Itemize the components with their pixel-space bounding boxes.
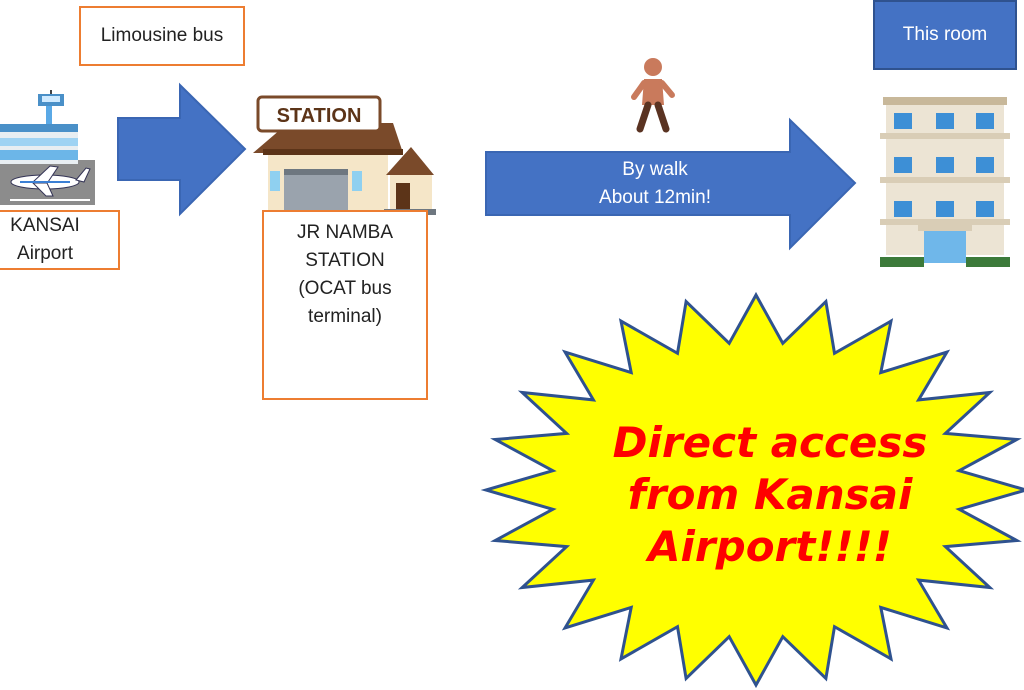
walk-arrow <box>485 117 857 251</box>
station-line1: JR NAMBA <box>296 222 394 243</box>
kansai-airport-line1: KANSAI <box>10 215 80 236</box>
walk-arrow-text: By walk About 12min! <box>540 152 770 216</box>
station-line2: STATION <box>305 250 385 271</box>
airport-illustration <box>0 90 95 205</box>
station-line3: (OCAT bus <box>298 278 392 299</box>
burst-text: Direct access from Kansai Airport!!!! <box>590 415 950 575</box>
kansai-airport-box: KANSAI Airport <box>0 210 120 270</box>
kansai-airport-line2: Airport <box>17 243 73 264</box>
walk-line1: By walk <box>622 159 688 180</box>
station-line4: terminal) <box>308 306 382 327</box>
walk-line2: About 12min! <box>599 187 711 208</box>
walking-person-icon <box>631 58 675 133</box>
building-illustration <box>880 97 1010 267</box>
this-room-label: This room <box>873 0 1017 70</box>
limousine-bus-label: Limousine bus <box>79 6 245 66</box>
burst-line2: from Kansai <box>627 470 913 519</box>
limousine-arrow <box>117 82 247 217</box>
burst-line1: Direct access <box>612 418 928 467</box>
jr-namba-station-box: JR NAMBA STATION (OCAT bus terminal) <box>262 210 428 400</box>
station-illustration: STATION <box>253 95 436 215</box>
limousine-bus-text: Limousine bus <box>100 25 224 46</box>
this-room-text: This room <box>902 24 988 45</box>
station-sign-text: STATION <box>277 105 362 127</box>
burst-line3: Airport!!!! <box>648 522 892 571</box>
